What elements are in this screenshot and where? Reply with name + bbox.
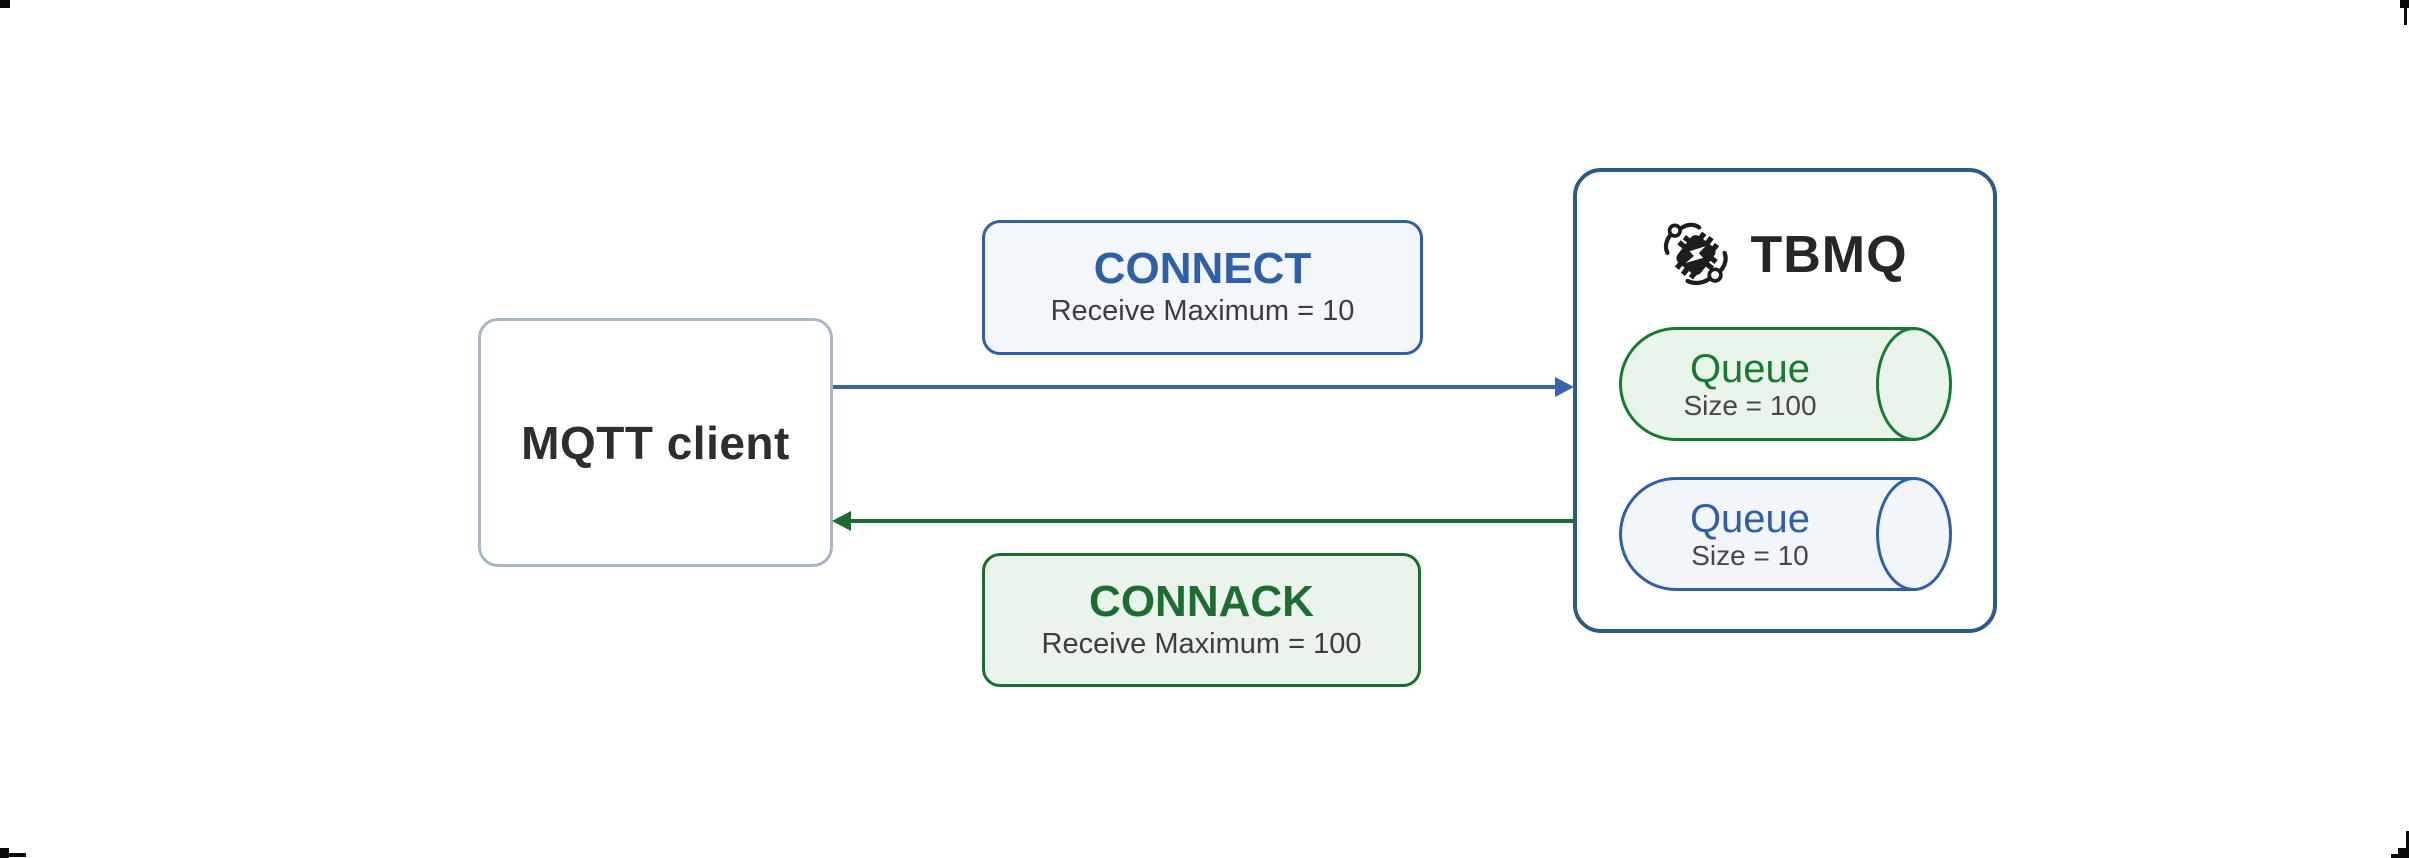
queue-body xyxy=(1619,327,1916,441)
queue-size-label: Size = 10 xyxy=(1691,539,1809,571)
connack-subtitle: Receive Maximum = 100 xyxy=(1041,627,1362,660)
queue-body xyxy=(1619,477,1916,591)
queue-label: Queue xyxy=(1689,346,1811,391)
connect-message-box: CONNECT Receive Maximum = 10 xyxy=(982,220,1423,355)
connect-subtitle: Receive Maximum = 10 xyxy=(1050,295,1355,328)
queue-label: Queue xyxy=(1689,496,1811,541)
tbmq-broker-box: TBMQ Queue Size = 100 Queue Size = 10 xyxy=(1573,168,1997,633)
connack-arrowhead-icon xyxy=(832,511,851,531)
crop-mark-bottom-left-tail xyxy=(9,853,26,857)
queue-size-label: Size = 100 xyxy=(1683,389,1817,421)
crop-mark-top-left xyxy=(0,0,10,8)
queue-end-cap xyxy=(1876,327,1952,441)
crop-mark-bottom-left xyxy=(0,848,9,858)
mqtt-client-box: MQTT client xyxy=(478,318,833,567)
tbmq-header: TBMQ xyxy=(1577,210,1993,300)
crop-mark-top-right-tail xyxy=(2404,8,2407,25)
connect-title: CONNECT xyxy=(1093,244,1312,294)
crop-mark-top-right xyxy=(2400,0,2409,8)
crop-mark-bottom-right xyxy=(2398,848,2409,858)
queue-cylinder-size-100: Queue Size = 100 xyxy=(1619,327,1952,441)
crop-mark-bottom-right-vtail xyxy=(2406,831,2409,848)
crop-mark-bottom-right-htail xyxy=(2391,854,2398,858)
tbmq-logo-icon xyxy=(1662,219,1730,291)
connect-arrow-line xyxy=(833,385,1559,389)
queue-end-cap xyxy=(1876,477,1952,591)
queue-text: Queue Size = 100 xyxy=(1619,327,1881,441)
tbmq-title: TBMQ xyxy=(1750,226,1908,284)
mqtt-client-label: MQTT client xyxy=(521,416,790,469)
connect-arrowhead-icon xyxy=(1555,377,1574,397)
connack-message-box: CONNACK Receive Maximum = 100 xyxy=(982,553,1421,687)
connack-title: CONNACK xyxy=(1089,576,1314,626)
queue-text: Queue Size = 10 xyxy=(1619,477,1881,591)
queue-cylinder-size-10: Queue Size = 10 xyxy=(1619,477,1952,591)
connack-arrow-line xyxy=(850,519,1573,523)
